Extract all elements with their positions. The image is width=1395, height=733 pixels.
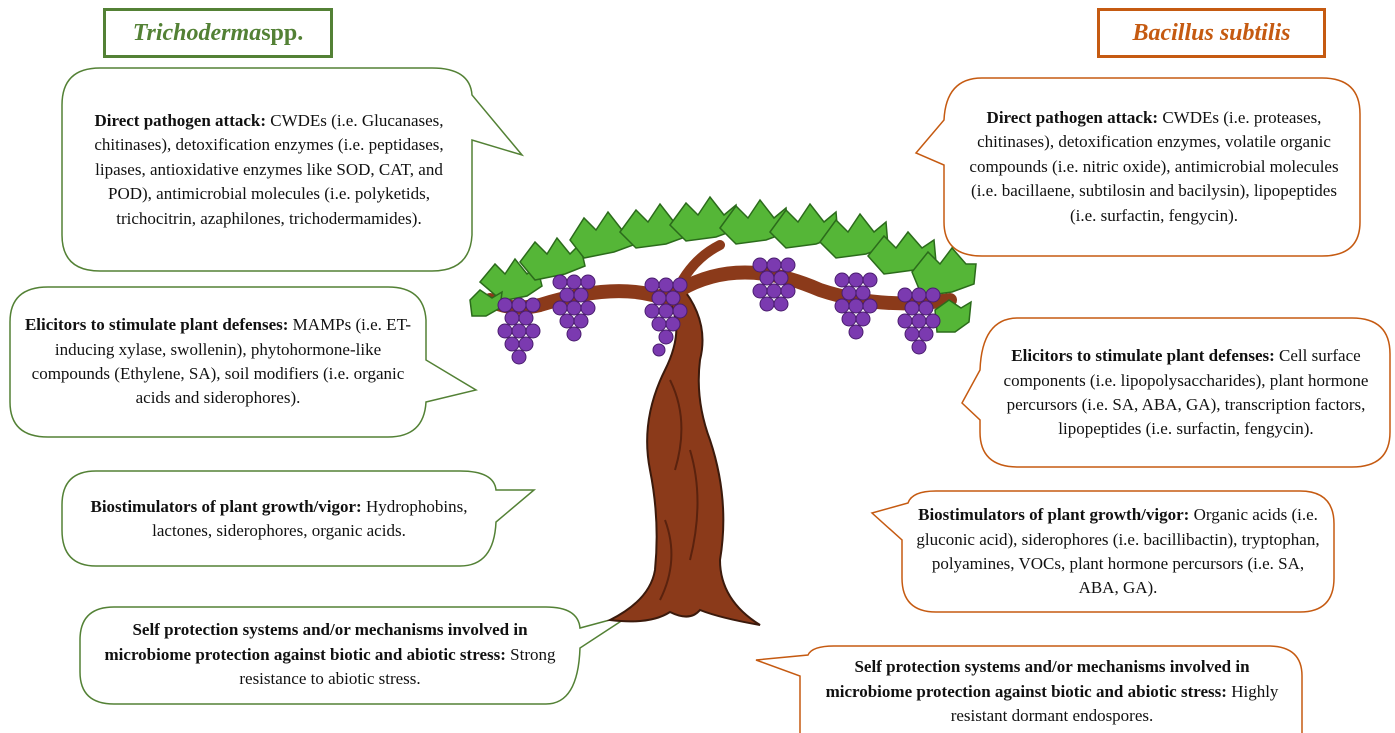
header-trichoderma: Trichoderma spp. (103, 8, 333, 58)
bubble-left-1 (61, 67, 525, 272)
grape-cluster-4 (752, 257, 796, 312)
right-box-3-body: Organic acids (i.e. gluconic acid), side… (916, 505, 1320, 598)
bubble-right-4 (755, 645, 1303, 733)
left-box-direct-attack: Direct pathogen attack: CWDEs (i.e. Gluc… (84, 84, 454, 256)
right-box-3-title: Biostimulators of plant growth/vigor: (918, 505, 1190, 525)
left-bubbles (9, 67, 633, 705)
left-box-biostimulators: Biostimulators of plant growth/vigor: Hy… (78, 480, 480, 558)
left-box-2-title: Elicitors to stimulate plant defenses: (24, 315, 289, 335)
bubble-right-2 (961, 317, 1391, 468)
left-box-4-title: Self protection systems and/or mechanism… (104, 620, 528, 664)
bubble-left-4 (79, 606, 633, 705)
left-box-1-body: CWDEs (i.e. Glucanases, chitinases), det… (94, 110, 444, 228)
header-bacillus: Bacillus subtilis (1097, 8, 1326, 58)
left-box-2-body: MAMPs (i.e. ET-inducing xylase, swolleni… (31, 315, 412, 408)
grape-cluster-6 (897, 287, 941, 355)
right-box-biostimulators: Biostimulators of plant growth/vigor: Or… (914, 500, 1322, 604)
left-box-self-protection: Self protection systems and/or mechanism… (94, 616, 566, 694)
left-box-1-title: Direct pathogen attack: (94, 110, 267, 130)
grape-cluster-5 (834, 272, 878, 340)
right-box-1-title: Direct pathogen attack: (986, 107, 1159, 127)
left-box-elicitors: Elicitors to stimulate plant defenses: M… (22, 298, 414, 426)
header-left-italic: Trichoderma (132, 19, 262, 46)
grape-cluster-1 (497, 297, 541, 365)
grape-cluster-3 (644, 277, 688, 357)
vine-leaves (469, 195, 977, 333)
grape-cluster-2 (552, 274, 596, 342)
bubble-left-2 (9, 286, 478, 438)
right-box-direct-attack: Direct pathogen attack: CWDEs (i.e. prot… (962, 88, 1346, 246)
bubble-right-1 (914, 77, 1361, 257)
right-box-self-protection: Self protection systems and/or mechanism… (816, 652, 1288, 732)
grape-clusters (497, 257, 941, 365)
grapevine-illustration (469, 195, 977, 626)
right-bubbles (755, 77, 1391, 733)
header-left-suffix: spp. (261, 19, 304, 46)
bark-lines (659, 379, 699, 601)
right-box-1-body: CWDEs (i.e. proteases, chitinases), deto… (969, 107, 1339, 225)
vine-trunk (606, 283, 761, 626)
left-box-3-title: Biostimulators of plant growth/vigor: (90, 496, 362, 516)
bubble-left-3 (61, 470, 537, 567)
right-box-4-title: Self protection systems and/or mechanism… (825, 657, 1250, 701)
right-box-2-body: Cell surface components (i.e. lipopolysa… (1003, 346, 1369, 439)
left-box-3-body: Hydrophobins, lactones, siderophores, or… (152, 496, 468, 540)
right-box-2-title: Elicitors to stimulate plant defenses: (1011, 346, 1275, 366)
right-box-4-body: Highly resistant dormant endospores. (950, 681, 1279, 726)
bubble-right-3 (870, 490, 1335, 613)
left-box-4-body: Strong resistance to abiotic stress. (239, 644, 556, 689)
header-right-italic: Bacillus subtilis (1132, 19, 1291, 46)
right-box-elicitors: Elicitors to stimulate plant defenses: C… (994, 326, 1378, 460)
